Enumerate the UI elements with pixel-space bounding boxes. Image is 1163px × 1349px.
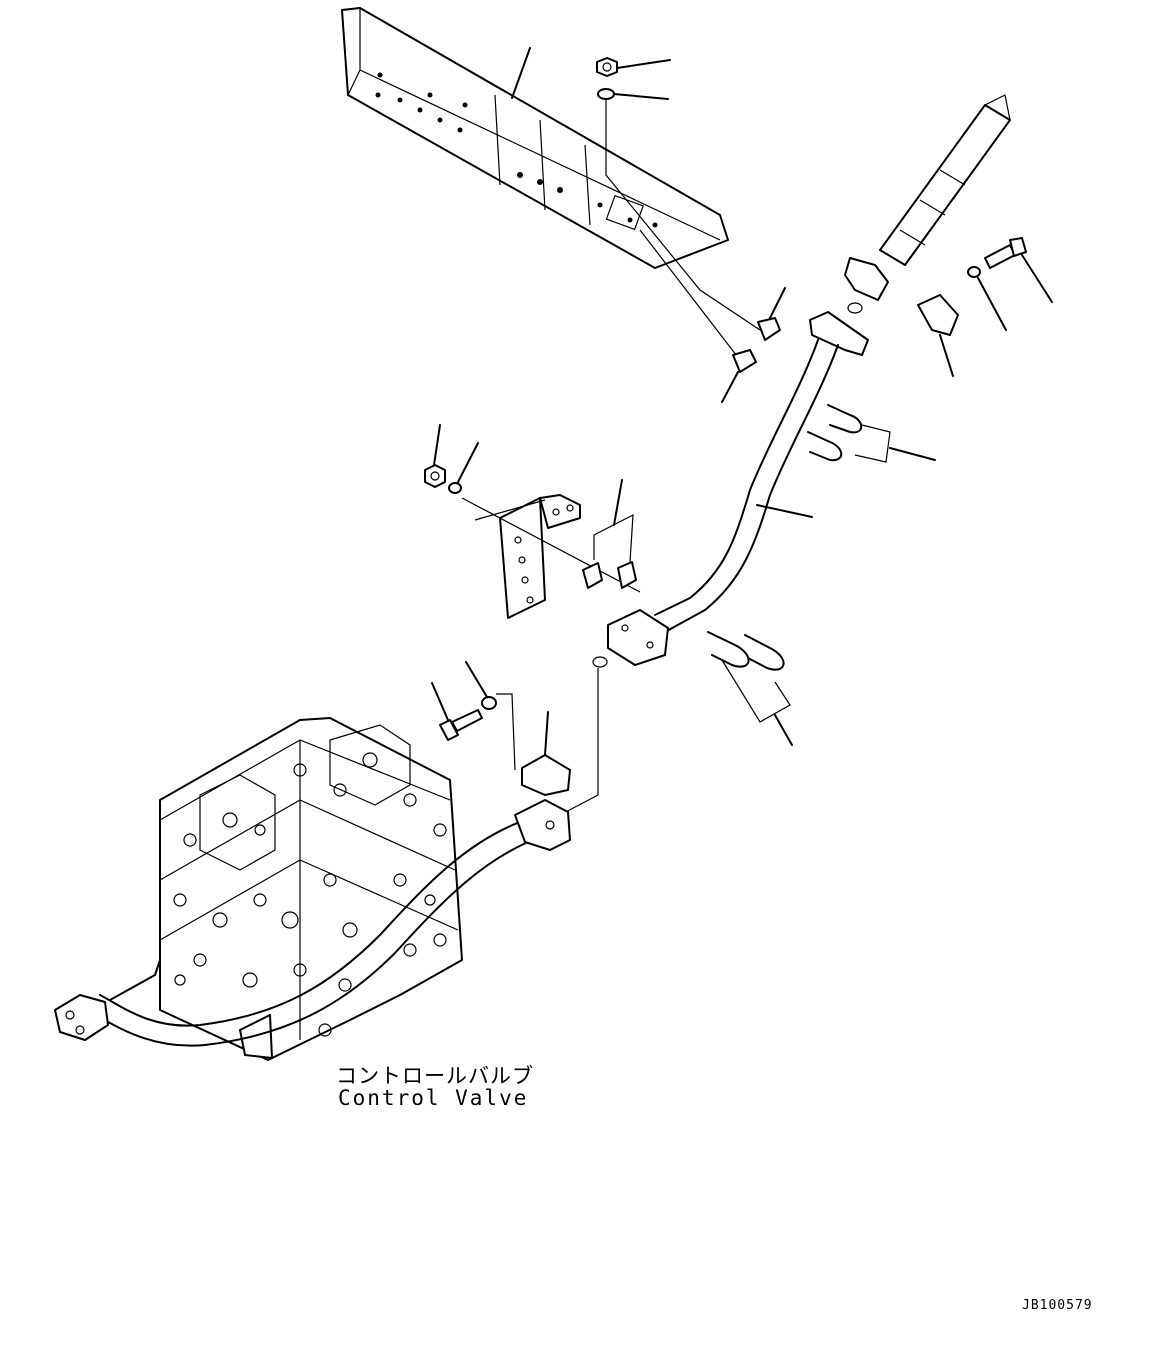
frame-bracket: [341, 7, 729, 269]
clips-mid: [582, 479, 637, 589]
nut-top: [596, 57, 671, 77]
pipe: [607, 311, 869, 666]
bracket-plate: [499, 494, 581, 619]
control-valve: [159, 717, 463, 1061]
control-valve-label-jp: コントロールバルブ: [336, 1064, 534, 1088]
clip-upper: [721, 287, 786, 403]
nut-mid: [424, 424, 479, 494]
o-ring: [592, 656, 608, 668]
control-valve-label-en: Control Valve: [338, 1086, 529, 1110]
leader-frame: [511, 47, 531, 99]
hose-upper: [844, 94, 1011, 314]
drawing-code: JB100579: [1022, 1298, 1093, 1313]
u-bolts-upper: [807, 404, 936, 463]
bolt-lower: [431, 661, 571, 796]
washer-top: [597, 88, 669, 100]
u-bolts-lower: [707, 631, 793, 746]
bolt-right: [917, 237, 1053, 377]
hose-lower: [54, 799, 571, 1047]
